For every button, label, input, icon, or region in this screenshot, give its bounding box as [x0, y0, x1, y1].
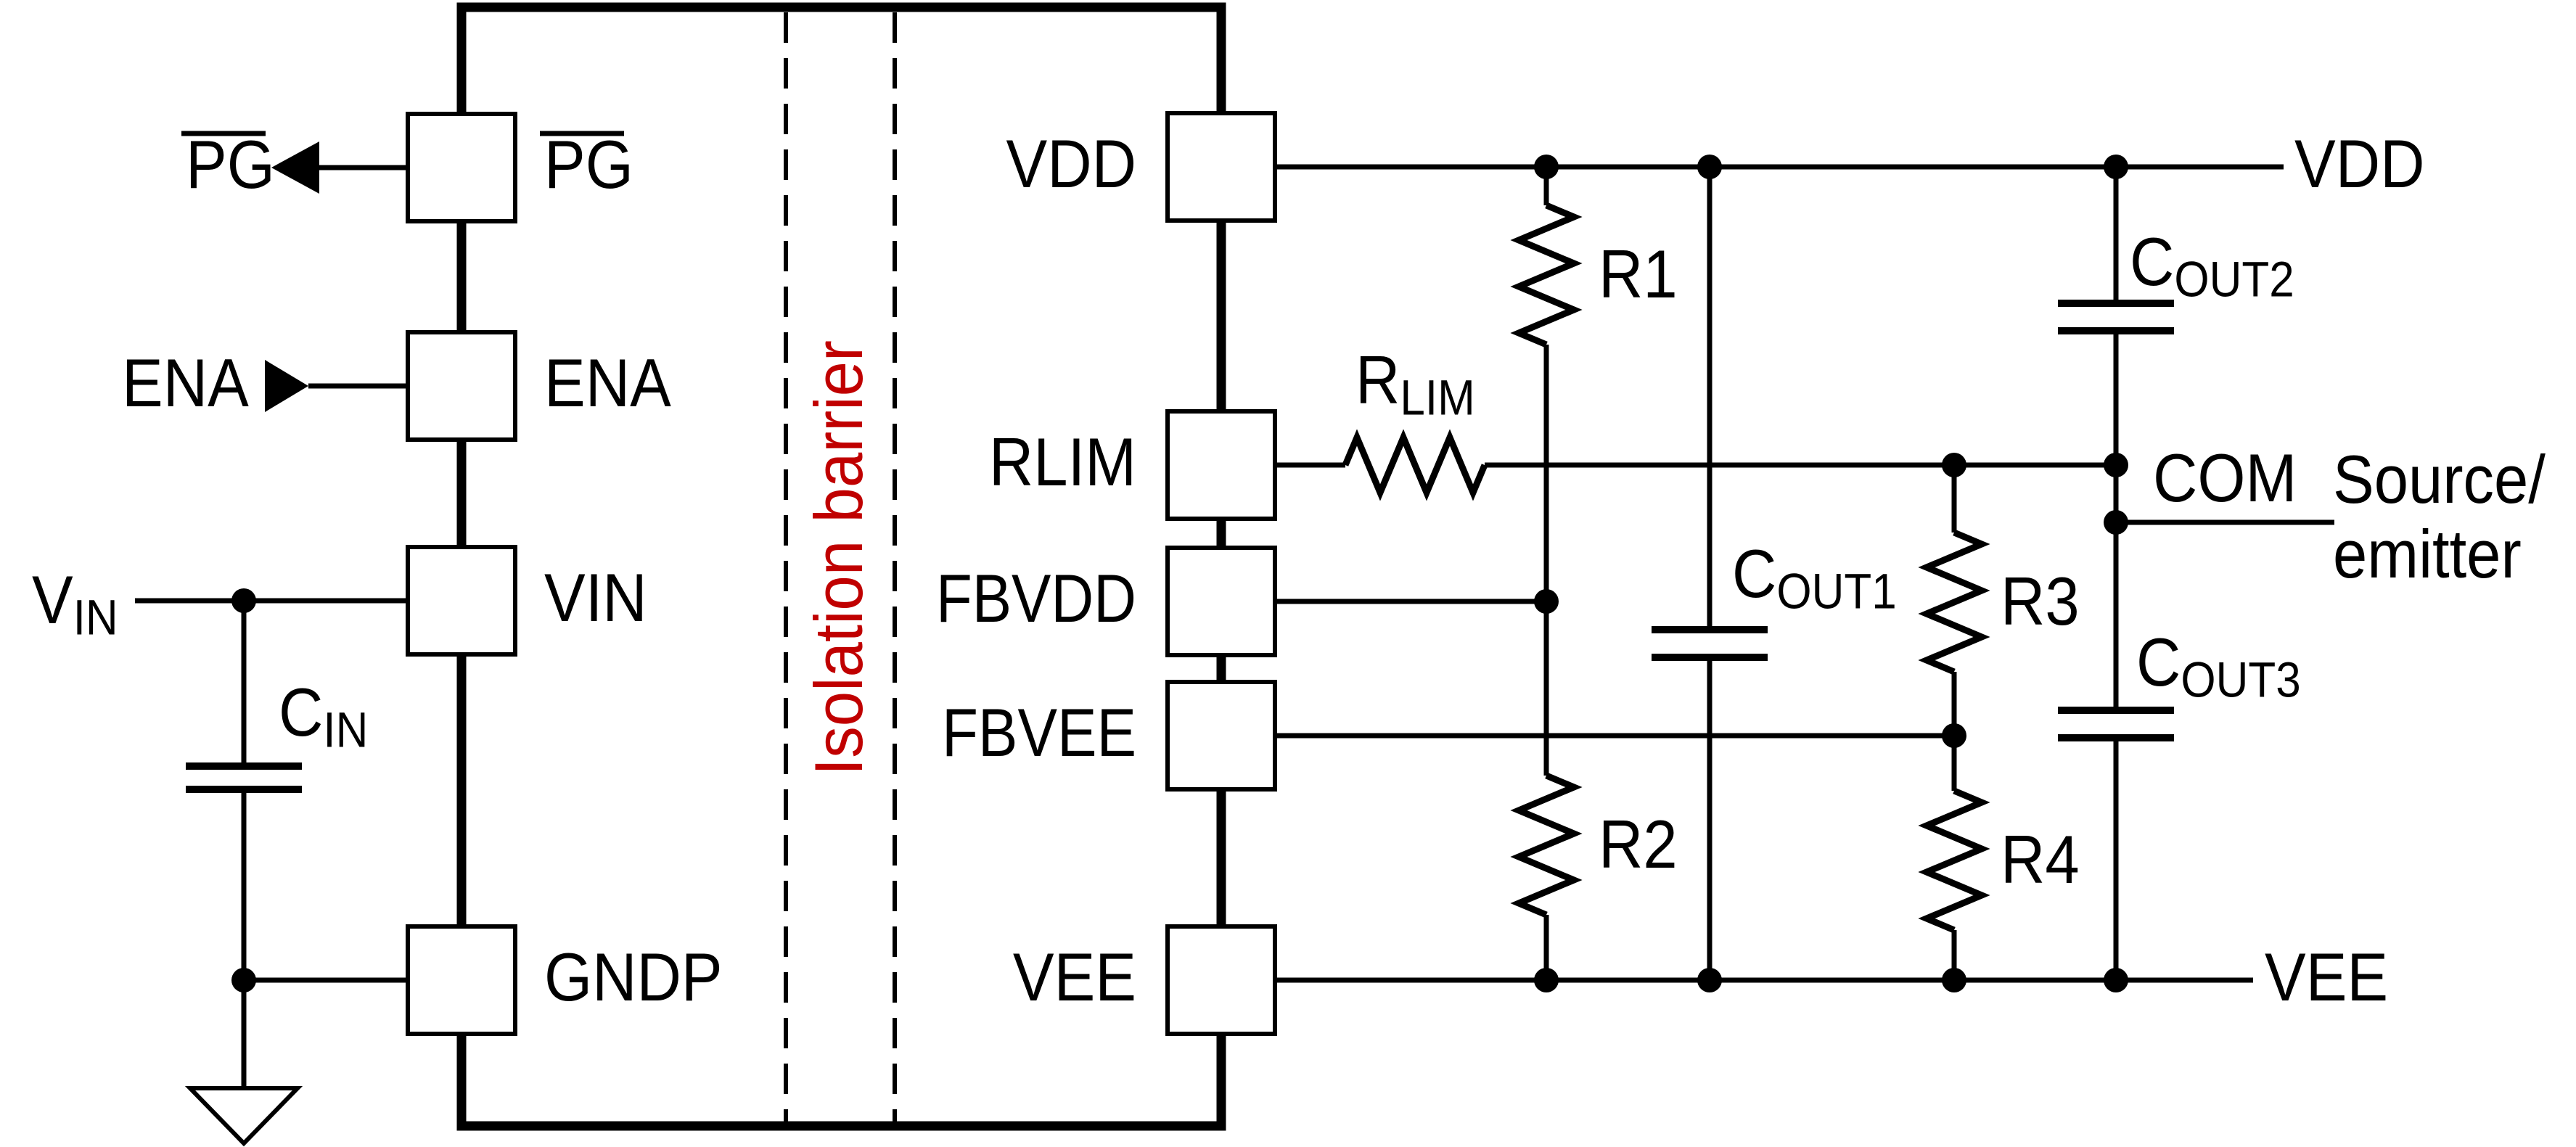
- svg-text:FBVDD: FBVDD: [936, 560, 1136, 636]
- svg-text:VDD: VDD: [1006, 126, 1136, 202]
- svg-text:RLIM: RLIM: [989, 424, 1136, 500]
- svg-text:FBVEE: FBVEE: [942, 694, 1136, 770]
- svg-text:VIN: VIN: [544, 559, 647, 636]
- svg-text:R3: R3: [2001, 563, 2080, 639]
- svg-text:R4: R4: [2001, 821, 2080, 897]
- svg-text:PG: PG: [544, 126, 633, 202]
- svg-text:VDD: VDD: [2294, 126, 2424, 202]
- svg-text:ENA: ENA: [544, 345, 671, 421]
- svg-text:VEE: VEE: [1013, 939, 1136, 1015]
- svg-text:R1: R1: [1599, 236, 1678, 312]
- svg-text:COM: COM: [2153, 440, 2297, 516]
- svg-text:Source/: Source/: [2333, 441, 2546, 517]
- svg-text:GNDP: GNDP: [544, 939, 723, 1015]
- svg-text:R2: R2: [1599, 806, 1678, 882]
- svg-text:PG: PG: [186, 126, 275, 202]
- svg-text:Isolation barrier: Isolation barrier: [800, 340, 877, 776]
- svg-text:emitter: emitter: [2333, 516, 2522, 592]
- svg-text:ENA: ENA: [122, 345, 249, 421]
- svg-text:VEE: VEE: [2265, 939, 2388, 1015]
